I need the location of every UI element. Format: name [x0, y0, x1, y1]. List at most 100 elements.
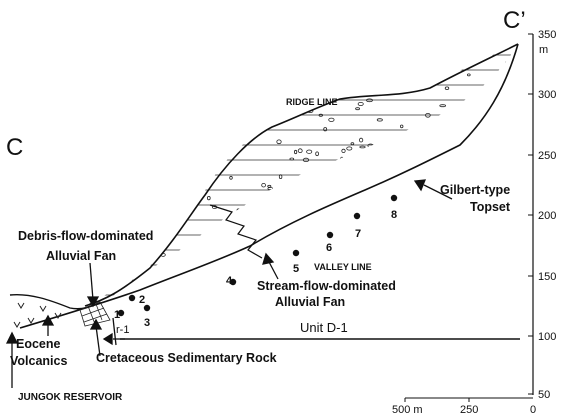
pebble-mark: [325, 177, 332, 181]
pebble-mark: [283, 188, 290, 191]
pebble-mark: [370, 274, 375, 278]
pebble-mark: [150, 194, 156, 199]
pebble-mark: [297, 148, 303, 154]
pebble-mark: [460, 149, 466, 154]
pebble-mark: [167, 269, 173, 273]
pebble-mark: [281, 271, 286, 275]
pebble-mark: [500, 177, 505, 181]
pebble-mark: [233, 66, 240, 70]
pebble-mark: [371, 172, 378, 177]
pebble-mark: [484, 147, 491, 151]
ridge-line-label: RIDGE LINE: [286, 97, 338, 107]
distance-tick-0: 0: [530, 404, 536, 416]
pebble-mark: [276, 139, 282, 145]
pebble-mark: [203, 244, 210, 250]
pebble-mark: [403, 81, 407, 86]
pebble-mark: [194, 169, 199, 172]
pebble-mark: [184, 191, 191, 195]
pebble-mark: [115, 134, 120, 138]
pebble-mark: [131, 161, 138, 164]
pebble-mark: [376, 80, 382, 85]
pebble-mark: [204, 255, 211, 260]
pebble-mark: [207, 50, 214, 55]
pebble-mark: [442, 238, 448, 243]
pebble-mark: [495, 120, 502, 125]
pebble-mark: [205, 288, 212, 294]
pebble-mark: [107, 149, 114, 154]
pebble-mark: [343, 76, 349, 81]
pebble-mark: [203, 296, 207, 300]
pebble-mark: [510, 40, 513, 43]
pebble-mark: [179, 144, 186, 149]
pebble-mark: [293, 149, 298, 155]
pebble-mark: [94, 104, 98, 108]
pebble-mark: [335, 89, 341, 94]
pebble-mark: [300, 52, 305, 56]
pebble-mark: [400, 124, 404, 129]
pebble-mark: [292, 233, 297, 239]
pebble-mark: [286, 80, 292, 84]
pebble-mark: [230, 45, 234, 50]
pebble-mark: [200, 102, 207, 106]
pebble-mark: [120, 68, 125, 71]
pebble-mark: [109, 137, 115, 143]
pebble-mark: [485, 270, 492, 275]
pebble-mark: [278, 174, 283, 180]
pebble-mark: [401, 67, 408, 72]
sample-point-5: [292, 249, 300, 257]
pebble-mark: [239, 132, 243, 137]
pebble-mark: [146, 99, 151, 102]
pebble-mark: [354, 77, 358, 81]
debris-fan-label-line2: Alluvial Fan: [46, 249, 116, 263]
elev-tick-350: 350: [538, 29, 556, 41]
pebble-mark: [136, 126, 141, 131]
pebble-mark: [215, 93, 219, 98]
reservoir-label: JUNGOK RESERVOIR: [18, 392, 123, 403]
alluvial-deposit-body: [87, 39, 518, 311]
pebble-mark: [218, 283, 224, 287]
distance-scale: 500 m 250 0: [392, 397, 536, 416]
distance-tick-250: 250: [460, 404, 478, 416]
pebble-mark: [257, 274, 264, 279]
pebble-mark: [318, 113, 323, 117]
pebble-mark: [423, 225, 428, 230]
pebble-mark: [194, 242, 199, 245]
pebble-mark: [371, 272, 376, 277]
sample-point-8: [390, 194, 398, 202]
pebble-mark: [250, 62, 256, 66]
pebble-mark: [425, 113, 431, 118]
pebble-mark: [173, 181, 179, 184]
pebble-mark: [190, 277, 196, 281]
section-end-left: C: [6, 134, 23, 161]
pebble-mark: [315, 151, 319, 157]
pebble-mark: [145, 141, 152, 145]
pebble-mark: [357, 102, 364, 107]
pebble-mark: [267, 44, 273, 46]
pebble-mark: [191, 179, 197, 183]
sample-point-3: [143, 304, 151, 312]
sample-number-6: 6: [326, 242, 332, 254]
pebble-mark: [160, 304, 166, 306]
pebble-mark: [87, 170, 93, 173]
left-bedrock-surface: [9, 293, 96, 310]
pebble-mark: [504, 279, 509, 283]
pebble-mark: [469, 293, 474, 299]
pebble-mark: [299, 189, 303, 193]
pebble-mark: [215, 309, 217, 311]
pebble-mark: [452, 277, 459, 283]
pebble-mark: [355, 61, 361, 65]
pebble-mark: [497, 39, 501, 41]
pebble-mark: [427, 44, 433, 49]
pebble-mark: [191, 294, 196, 299]
pebble-mark: [167, 215, 172, 220]
pebble-mark: [162, 51, 170, 56]
pebble-mark: [358, 77, 366, 82]
pebble-mark: [513, 153, 518, 158]
pebble-mark: [466, 73, 471, 77]
pebble-mark: [394, 273, 399, 278]
pebble-mark: [204, 297, 210, 301]
pebble-mark: [261, 182, 266, 188]
sample-point-4: [229, 278, 237, 286]
pebble-mark: [479, 241, 483, 245]
pebble-mark: [206, 133, 211, 137]
